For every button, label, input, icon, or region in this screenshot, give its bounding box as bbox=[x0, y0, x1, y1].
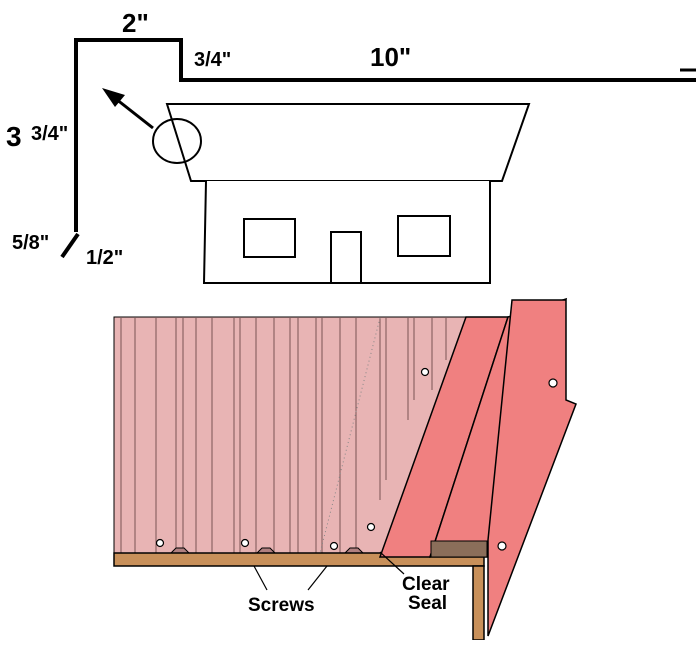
dim-run-length: 10" bbox=[370, 42, 411, 72]
callout-clear: Clear bbox=[402, 574, 450, 595]
screw-icon bbox=[329, 541, 339, 551]
screw-icon bbox=[497, 541, 507, 551]
callout-seal: Seal bbox=[408, 593, 447, 614]
screw-icon bbox=[420, 367, 430, 377]
dim-top-width: 2" bbox=[122, 8, 149, 38]
dim-step-height: 3/4" bbox=[194, 49, 231, 71]
callout-leaders bbox=[253, 551, 405, 591]
profile-hem bbox=[60, 232, 80, 259]
dim-hem-length: 5/8" bbox=[12, 232, 49, 254]
magnify-circle-icon bbox=[152, 118, 202, 164]
wall-panel bbox=[113, 316, 467, 555]
house-window-left bbox=[243, 218, 296, 258]
flashing-profile bbox=[60, 38, 696, 259]
panel-ribs bbox=[120, 318, 447, 553]
house-door bbox=[330, 231, 362, 284]
screw-icon bbox=[155, 538, 165, 548]
house-window-right bbox=[397, 215, 451, 257]
panel-screws bbox=[155, 367, 430, 551]
callout-screws: Screws bbox=[248, 595, 315, 616]
screw-icon bbox=[240, 538, 250, 548]
flashing-block bbox=[430, 540, 488, 558]
screw-icon bbox=[366, 522, 376, 532]
house-roof bbox=[165, 103, 531, 182]
screw-icon bbox=[548, 378, 558, 388]
dim-side-whole: 3 bbox=[6, 121, 22, 152]
house-sketch bbox=[152, 103, 531, 284]
arrow-icon bbox=[102, 88, 154, 130]
dim-hem-gap: 1/2" bbox=[86, 247, 123, 269]
dim-side-fraction: 3/4" bbox=[31, 123, 68, 145]
panel-diagonal bbox=[319, 317, 381, 554]
red-flashing bbox=[378, 297, 577, 637]
profile-outline bbox=[74, 38, 696, 232]
